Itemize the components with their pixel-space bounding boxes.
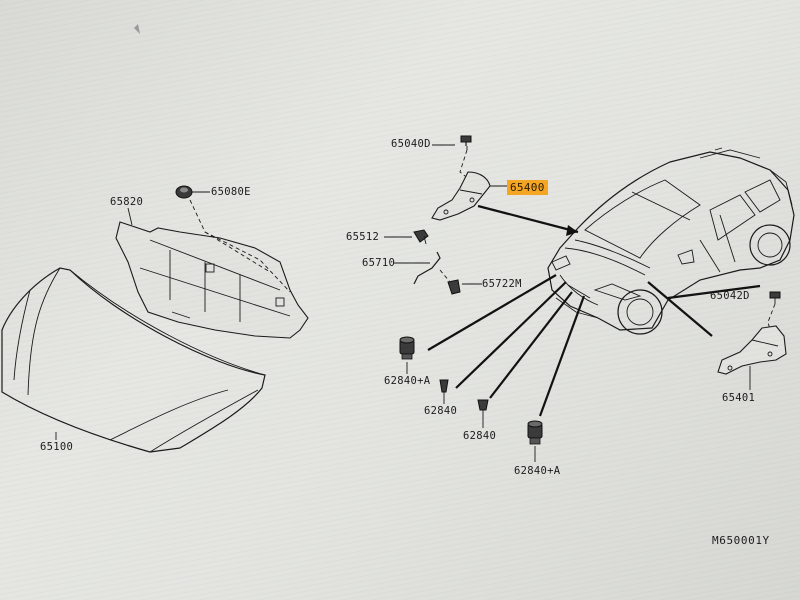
part-label-65400[interactable]: 65400	[507, 180, 548, 195]
scan-smudge	[134, 24, 140, 34]
leader-arrows	[427, 204, 761, 417]
part-label-62840a-left[interactable]: 62840+A	[384, 375, 431, 387]
hood-hinge-rh-drawing	[717, 291, 787, 390]
part-label-65042d[interactable]: 65042D	[710, 290, 750, 302]
vehicle-drawing	[547, 147, 795, 335]
part-label-65722m[interactable]: 65722M	[482, 278, 522, 290]
hood-hinge-lh-drawing	[431, 135, 508, 221]
part-label-62840-a[interactable]: 62840	[424, 405, 458, 417]
stopper-62840-b	[477, 399, 489, 420]
part-label-65710[interactable]: 65710	[362, 257, 396, 269]
stopper-62840-a	[439, 379, 449, 400]
hood-panel-drawing	[1, 267, 266, 453]
part-65512-drawing	[384, 229, 429, 245]
part-label-65080e[interactable]: 65080E	[211, 186, 251, 198]
part-label-65100[interactable]: 65100	[40, 441, 74, 453]
clip-65080e-drawing	[175, 185, 210, 199]
part-label-65820[interactable]: 65820	[110, 196, 144, 208]
stopper-62840a-left	[399, 336, 415, 360]
label-leaders	[55, 362, 536, 462]
hood-insulator-drawing	[115, 199, 309, 339]
figure-reference: M650001Y	[712, 534, 770, 547]
hood-stay-rod-drawing	[394, 251, 482, 295]
part-label-62840-b[interactable]: 62840	[463, 430, 497, 442]
part-label-65040d[interactable]: 65040D	[391, 138, 431, 150]
part-label-65512[interactable]: 65512	[346, 231, 380, 243]
part-label-62840a-right[interactable]: 62840+A	[514, 465, 561, 477]
bumper-stoppers-drawing	[399, 336, 543, 445]
stopper-62840a-right	[527, 420, 543, 445]
part-label-65401[interactable]: 65401	[722, 392, 756, 404]
